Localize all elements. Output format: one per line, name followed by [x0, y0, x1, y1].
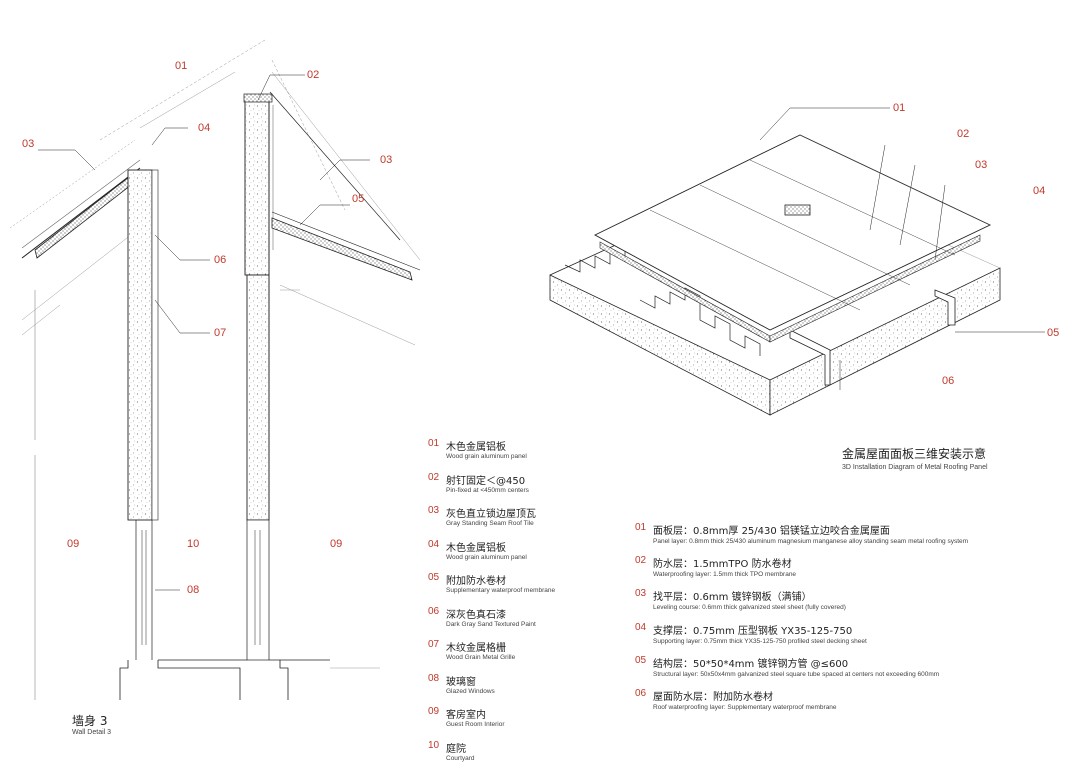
legend-num: 10 — [428, 740, 439, 751]
legend-num: 04 — [635, 622, 646, 633]
wall-detail-subtitle: Wall Detail 3 — [72, 729, 111, 736]
legend-label-en: Guest Room Interior — [446, 721, 505, 728]
legend-label-zh: 庭院 — [446, 740, 466, 755]
legend-label-en: Leveling course: 0.6mm thick galvanized … — [653, 604, 846, 611]
callout-roof-04: 04 — [1033, 185, 1045, 197]
legend-num: 09 — [428, 706, 439, 717]
roof-diagram-title: 金属屋面面板三维安装示意 — [842, 445, 986, 462]
legend-label-zh: 屋面防水层：附加防水卷材 — [653, 688, 773, 703]
legend-label-en: Gray Standing Seam Roof Tile — [446, 520, 534, 527]
callout-wall-09-left: 09 — [67, 538, 79, 550]
callout-wall-03-right: 03 — [380, 154, 392, 166]
wall-section-drawing — [10, 40, 420, 700]
legend-label-zh: 支撑层：0.75mm 压型钢板 YX35-125-750 — [653, 622, 852, 637]
wall-detail-title: 墙身 3 — [72, 712, 107, 729]
legend-label-en: Roof waterproofing layer: Supplementary … — [653, 704, 837, 711]
legend-label-en: Courtyard — [446, 755, 475, 762]
roof-3d-diagram — [550, 0, 1045, 415]
legend-label-en: Wood Grain Metal Grille — [446, 654, 515, 661]
legend-label-zh: 灰色直立锁边屋顶瓦 — [446, 505, 536, 520]
callout-roof-03: 03 — [975, 159, 987, 171]
callout-roof-01: 01 — [893, 102, 905, 114]
legend-label-zh: 客房室内 — [446, 706, 486, 721]
callout-roof-02: 02 — [957, 128, 969, 140]
legend-num: 05 — [635, 655, 646, 666]
legend-num: 05 — [428, 572, 439, 583]
legend-label-en: Supplementary waterproof membrane — [446, 587, 555, 594]
legend-num: 03 — [635, 588, 646, 599]
legend-num: 02 — [635, 555, 646, 566]
legend-label-en: Wood grain aluminum panel — [446, 453, 527, 460]
legend-num: 06 — [428, 606, 439, 617]
legend-label-zh: 附加防水卷材 — [446, 572, 506, 587]
legend-label-en: Waterproofing layer: 1.5mm thick TPO mem… — [653, 571, 796, 578]
legend-label-zh: 木纹金属格栅 — [446, 639, 506, 654]
legend-label-zh: 防水层：1.5mmTPO 防水卷材 — [653, 555, 792, 570]
legend-label-zh: 面板层：0.8mm厚 25/430 铝镁锰立边咬合金属屋面 — [653, 522, 890, 537]
legend-num: 07 — [428, 639, 439, 650]
callout-wall-03-left: 03 — [22, 138, 34, 150]
legend-num: 08 — [428, 673, 439, 684]
legend-label-zh: 玻璃窗 — [446, 673, 476, 688]
legend-label-zh: 深灰色真石漆 — [446, 606, 506, 621]
legend-label-en: Structural layer: 50x50x4mm galvanized s… — [653, 671, 939, 678]
legend-label-en: Panel layer: 0.8mm thick 25/430 aluminum… — [653, 538, 968, 545]
callout-wall-05: 05 — [352, 193, 364, 205]
legend-num: 01 — [428, 438, 439, 449]
callout-wall-01: 01 — [175, 60, 187, 72]
callout-roof-05: 05 — [1047, 327, 1059, 339]
legend-label-zh: 木色金属铝板 — [446, 438, 506, 453]
legend-label-zh: 结构层：50*50*4mm 镀锌钢方管 @≤600 — [653, 655, 848, 670]
callout-wall-09-right: 09 — [330, 538, 342, 550]
roof-diagram-subtitle: 3D Installation Diagram of Metal Roofing… — [842, 464, 988, 471]
callout-roof-06: 06 — [942, 375, 954, 387]
legend-item: 03 找平层：0.6mm 镀锌钢板（满铺）Leveling course: 0.6… — [635, 588, 1065, 621]
legend-label-en: Dark Gray Sand Textured Paint — [446, 621, 536, 628]
callout-wall-02: 02 — [307, 69, 319, 81]
legend-label-zh: 木色金属铝板 — [446, 539, 506, 554]
legend-label-en: Supporting layer: 0.75mm thick YX35-125-… — [653, 638, 867, 645]
legend-label-en: Wood grain aluminum panel — [446, 554, 527, 561]
legend-label-en: Glazed Windows — [446, 688, 495, 695]
callout-wall-07: 07 — [214, 327, 226, 339]
legend-label-en: Pin-fixed at <450mm centers — [446, 487, 529, 494]
callout-wall-10: 10 — [187, 538, 199, 550]
legend-label-zh: 找平层：0.6mm 镀锌钢板（满铺） — [653, 588, 812, 603]
legend-label-zh: 射钉固定＜@450 — [446, 472, 525, 487]
callout-wall-04: 04 — [198, 122, 210, 134]
callout-wall-06: 06 — [214, 254, 226, 266]
legend-num: 02 — [428, 472, 439, 483]
legend-num: 06 — [635, 688, 646, 699]
legend-num: 01 — [635, 522, 646, 533]
legend-num: 03 — [428, 505, 439, 516]
callout-wall-08: 08 — [187, 584, 199, 596]
legend-num: 04 — [428, 539, 439, 550]
